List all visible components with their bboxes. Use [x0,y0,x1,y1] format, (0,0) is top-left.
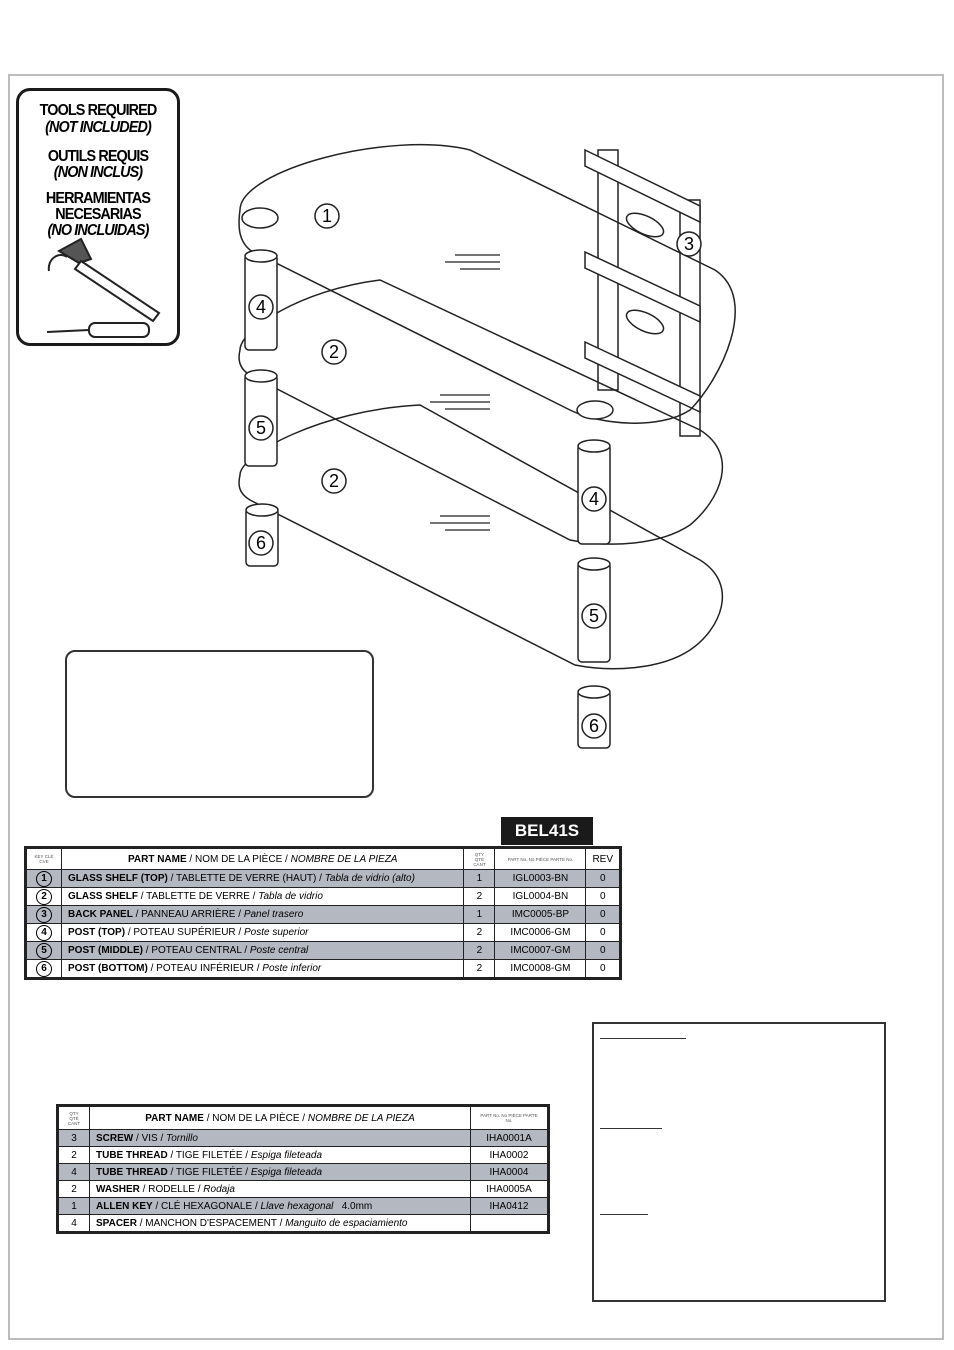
hammer-icon [47,237,161,323]
table-row: 5 POST (MIDDLE) / POTEAU CENTRAL / Poste… [25,941,621,960]
key-badge: 6 [36,960,52,977]
tools-line-4: (NON INCLUS) [53,164,143,181]
tools-line-1: TOOLS REQUIRED [39,102,158,119]
key-badge: 2 [36,888,52,905]
info-box [592,1022,886,1302]
hardware-table: QTY QTÉ CANT PART NAME / NOM DE LA PIÈCE… [56,1104,550,1234]
key-badge: 3 [36,906,52,923]
glass-shelf-top [238,143,736,424]
info-rule-2 [600,1128,662,1129]
callout-6b: 6 [589,716,599,736]
callout-5a: 5 [256,418,266,438]
tools-line-6: NECESARIAS [55,206,141,223]
part-name-header: PART NAME / NOM DE LA PIÈCE / NOMBRE DE … [89,1105,471,1130]
glass-shelf-bottom [238,404,724,670]
table-row: 4 TUBE THREAD / TIGE FILETÉE / Espiga fi… [57,1163,549,1181]
table-row: 2 WASHER / RODELLE / Rodaja IHA0005A [57,1180,549,1198]
tools-line-5: HERRAMIENTAS [45,190,151,207]
table-row: 6 POST (BOTTOM) / POTEAU INFÉRIEUR / Pos… [25,959,621,979]
tools-line-7: (NO INCLUIDAS) [47,222,150,239]
assembly-diagram: 1 2 2 3 4 4 5 5 6 6 [238,143,736,749]
blank-note-box [65,650,374,798]
callout-1: 1 [322,206,332,226]
part-no-header: PART No. No PIÈCE PARTE No. [470,1105,549,1130]
rev-header: REV [585,847,621,870]
table-row: 4 SPACER / MANCHON D'ESPACEMENT / Mangui… [57,1214,549,1233]
callout-4a: 4 [256,297,266,317]
table-row: 2 TUBE THREAD / TIGE FILETÉE / Espiga fi… [57,1146,549,1164]
key-header: KEY CLÉ CVE [25,847,62,870]
callout-4b: 4 [589,489,599,509]
callout-3: 3 [684,234,694,254]
table-row: 1 GLASS SHELF (TOP) / TABLETTE DE VERRE … [25,869,621,888]
table-row: 2 GLASS SHELF / TABLETTE DE VERRE / Tabl… [25,887,621,906]
back-panel [584,148,701,437]
callout-5b: 5 [589,606,599,626]
screwdriver-icon [46,322,150,338]
part-name-header: PART NAME / NOM DE LA PIÈCE / NOMBRE DE … [60,847,465,870]
table-row: 3 SCREW / VIS / Tornillo IHA0001A [57,1129,549,1147]
info-rule-1 [600,1038,686,1039]
page-frame [8,74,944,1340]
table-row: 3 BACK PANEL / PANNEAU ARRIÈRE / Panel t… [25,905,621,924]
tools-line-2: (NOT INCLUDED) [45,119,152,136]
callout-2a: 2 [329,342,339,362]
info-rule-3 [600,1214,648,1215]
table-row: 1 ALLEN KEY / CLÉ HEXAGONALE / Llave hex… [57,1197,549,1215]
key-badge: 4 [36,924,52,941]
tools-required-box: TOOLS REQUIRED (NOT INCLUDED) OUTILS REQ… [16,88,180,346]
qty-header: QTY QTÉ CANT [57,1105,90,1130]
key-badge: 1 [36,870,52,887]
qty-header: QTY QTÉ CANT [463,847,496,870]
model-number-tag: BEL41S [501,817,593,845]
parts-table: KEY CLÉ CVE PART NAME / NOM DE LA PIÈCE … [24,846,622,980]
tools-line-3: OUTILS REQUIS [47,148,149,165]
key-badge: 5 [36,942,52,959]
table-row: 4 POST (TOP) / POTEAU SUPÉRIEUR / Poste … [25,923,621,942]
callout-6a: 6 [256,533,266,553]
part-no-header: PART No. No PIÈCE PARTE No. [494,847,587,870]
callout-2b: 2 [329,471,339,491]
